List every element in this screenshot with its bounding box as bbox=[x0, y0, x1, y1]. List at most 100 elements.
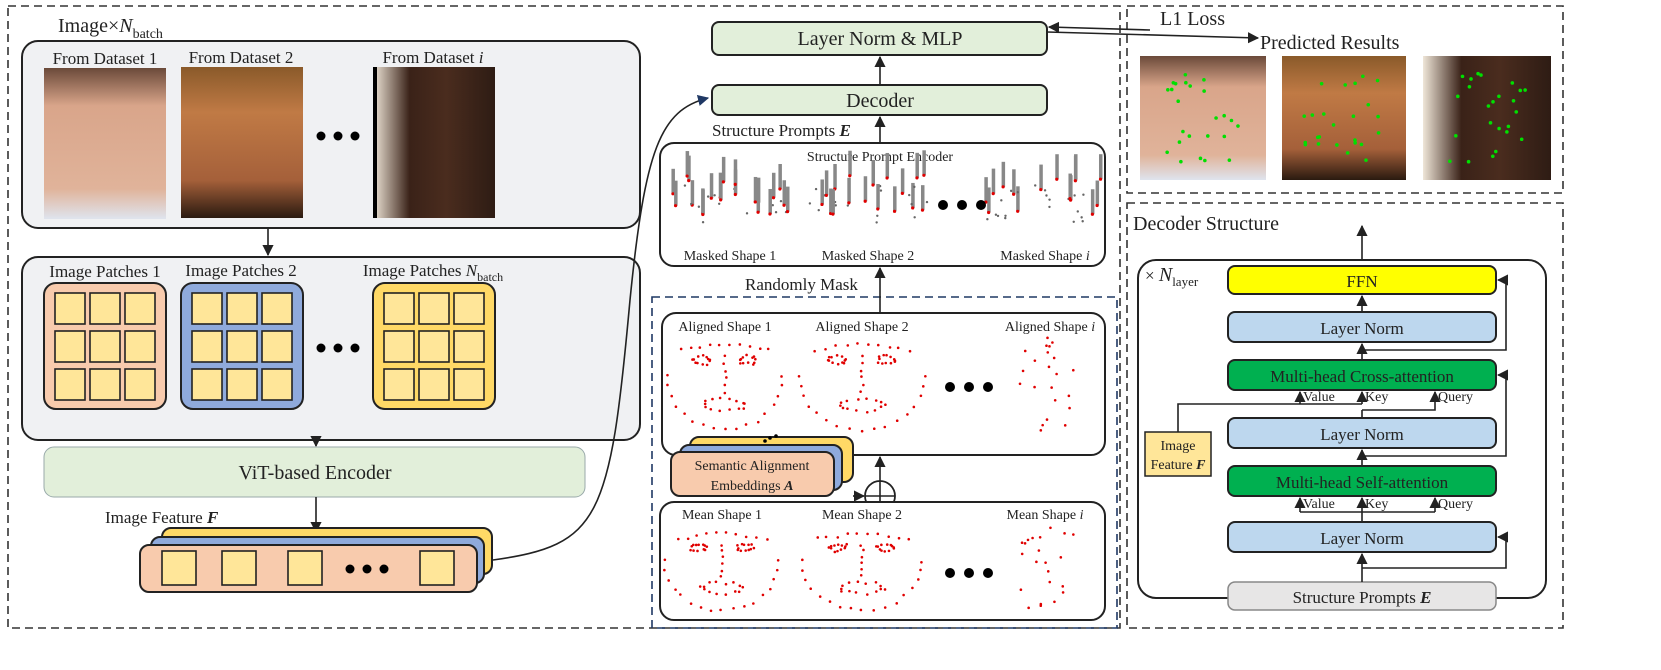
masked-dot bbox=[713, 194, 716, 197]
masked-dot bbox=[1034, 184, 1037, 187]
masked-dot bbox=[701, 221, 705, 224]
predicted-landmark bbox=[1510, 81, 1515, 85]
predicted-landmark bbox=[1345, 151, 1350, 155]
landmark-dot bbox=[860, 561, 863, 564]
ffn-label: FFN bbox=[1346, 272, 1377, 291]
prompt-bar bbox=[871, 159, 876, 185]
landmark-dot bbox=[1061, 585, 1065, 588]
patch bbox=[54, 330, 86, 363]
landmark-dot bbox=[824, 193, 828, 197]
landmark-dot bbox=[797, 374, 801, 378]
prompt-bar bbox=[690, 180, 695, 206]
landmark-dot bbox=[1045, 418, 1049, 421]
landmark-dot bbox=[733, 590, 737, 593]
prompt-bar bbox=[719, 174, 723, 200]
layer-norm-mlp-label: Layer Norm & MLP bbox=[798, 28, 963, 50]
prompt-bar bbox=[753, 176, 758, 202]
landmark-dot bbox=[752, 546, 756, 550]
landmark-dot bbox=[724, 593, 728, 596]
prompt-bar bbox=[848, 150, 852, 176]
image-feature-label: Image Feature F bbox=[105, 508, 219, 527]
predicted-landmark bbox=[1165, 150, 1169, 155]
landmark-dot bbox=[878, 357, 881, 361]
feature-to-decoder-arrow bbox=[492, 95, 710, 561]
cross-key-label: Key bbox=[1365, 390, 1388, 405]
landmark-dot bbox=[1063, 424, 1067, 427]
predicted-landmark bbox=[1514, 110, 1519, 114]
landmark-dot bbox=[750, 543, 753, 546]
masked-dot bbox=[913, 185, 916, 189]
prompt-bar bbox=[1016, 186, 1020, 212]
landmark-dot bbox=[755, 536, 758, 539]
masked-dot bbox=[1009, 189, 1013, 193]
predicted-landmark bbox=[1518, 88, 1523, 93]
prompt-bar bbox=[893, 186, 897, 212]
patch bbox=[89, 368, 121, 401]
predicted-landmark bbox=[1469, 77, 1473, 81]
landmark-dot bbox=[855, 409, 858, 412]
landmark-dot bbox=[856, 342, 859, 345]
landmark-dot bbox=[892, 547, 896, 550]
decoder-flow-arrows bbox=[1177, 274, 1509, 582]
predicted-landmark bbox=[1376, 131, 1381, 135]
masked-dot bbox=[846, 204, 850, 207]
landmark-dot bbox=[733, 192, 737, 197]
predicted-landmark bbox=[1303, 142, 1308, 147]
self-query-label: Query bbox=[1438, 497, 1473, 512]
prompt-bar bbox=[911, 182, 915, 208]
landmark-dot bbox=[1090, 212, 1095, 216]
landmark-dot bbox=[705, 355, 708, 359]
landmark-dot bbox=[756, 420, 760, 424]
landmark-dot bbox=[763, 412, 766, 416]
landmark-dot bbox=[876, 532, 880, 536]
predicted-landmark bbox=[1188, 84, 1192, 88]
predicted-landmark bbox=[1316, 142, 1321, 146]
landmark-dot bbox=[666, 373, 669, 377]
predicted-landmark bbox=[1351, 114, 1356, 118]
landmark-dot bbox=[836, 549, 839, 553]
landmark-dot bbox=[846, 344, 850, 347]
ffn-box bbox=[1227, 265, 1497, 295]
masked-dot bbox=[994, 213, 998, 216]
landmark-dot bbox=[674, 405, 678, 408]
landmark-dot bbox=[687, 179, 691, 183]
predicted-landmark bbox=[1205, 134, 1210, 138]
predicted-landmark bbox=[1448, 159, 1452, 164]
landmark-dot bbox=[741, 356, 745, 359]
landmark-dot bbox=[686, 537, 690, 541]
landmark-dot bbox=[907, 537, 911, 541]
landmark-dot bbox=[1026, 538, 1030, 542]
landmark-dot bbox=[919, 568, 922, 572]
landmark-dot bbox=[1039, 429, 1043, 432]
prompt-bar bbox=[833, 164, 837, 190]
predicted-landmark bbox=[1202, 89, 1206, 93]
landmark-dot bbox=[671, 192, 675, 196]
predicted-landmark bbox=[1335, 143, 1339, 147]
landmark-dot bbox=[745, 353, 748, 357]
predicted-landmark bbox=[1222, 113, 1226, 118]
landmark-dot bbox=[1048, 580, 1052, 584]
landmark-dot bbox=[892, 358, 896, 361]
landmark-dot bbox=[872, 427, 876, 431]
decoder-structure-title: Decoder Structure bbox=[1133, 213, 1279, 235]
masked-dot bbox=[1045, 194, 1048, 197]
prompt-bar bbox=[1090, 189, 1095, 215]
predicted-landmark bbox=[1319, 81, 1324, 86]
landmark-dot bbox=[873, 409, 877, 412]
aligned-shape-2-label: Aligned Shape 2 bbox=[815, 320, 908, 335]
landmark-dot bbox=[702, 548, 706, 551]
feature-token bbox=[161, 550, 197, 586]
prompt-bar bbox=[991, 168, 996, 194]
vit-encoder-label: ViT-based Encoder bbox=[238, 462, 391, 484]
landmark-dot bbox=[1068, 406, 1071, 410]
landmark-dot bbox=[723, 383, 727, 387]
landmark-dot bbox=[911, 586, 914, 590]
prompt-bar bbox=[733, 159, 738, 185]
prompt-bar bbox=[685, 151, 690, 177]
landmark-dot bbox=[831, 212, 835, 216]
landmark-dot bbox=[746, 361, 750, 364]
prompt-bar bbox=[1073, 155, 1078, 181]
landmark-dot bbox=[1023, 542, 1027, 545]
landmark-dot bbox=[890, 544, 894, 548]
masked-dot bbox=[879, 189, 883, 192]
